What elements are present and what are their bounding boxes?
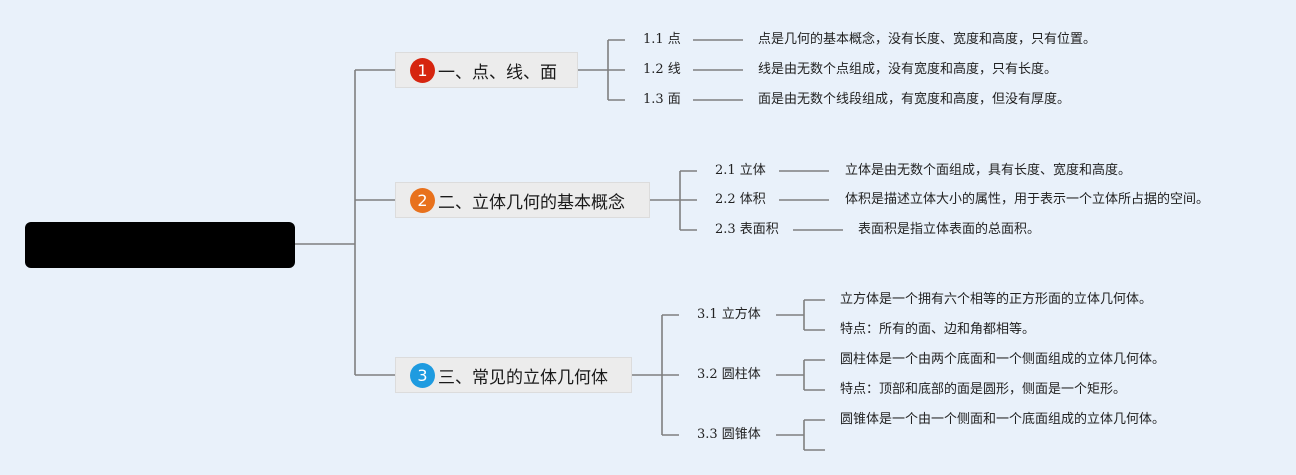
number-badge: 1 (410, 57, 435, 83)
subtopic-2-2[interactable]: 2.2 体积 (715, 192, 766, 207)
subtopic-1-2[interactable]: 1.2 线 (643, 62, 681, 77)
branch-topic-1[interactable]: 1 一、点、线、面 (395, 52, 578, 88)
branch-label: 一、点、线、面 (438, 62, 557, 83)
detail-1-3[interactable]: 面是由无数个线段组成，有宽度和高度，但没有厚度。 (758, 92, 1071, 107)
number-badge: 3 (410, 362, 435, 388)
branch-topic-3[interactable]: 3 三、常见的立体几何体 (395, 357, 632, 393)
detail-3-3-a[interactable]: 圆锥体是一个由一个侧面和一个底面组成的立体几何体。 (840, 412, 1166, 427)
subtopic-1-1[interactable]: 1.1 点 (643, 32, 681, 47)
subtopic-3-2[interactable]: 3.2 圆柱体 (697, 367, 761, 382)
subtopic-3-3[interactable]: 3.3 圆锥体 (697, 427, 761, 442)
root-topic[interactable] (25, 222, 295, 268)
detail-3-1-a[interactable]: 立方体是一个拥有六个相等的正方形面的立体几何体。 (840, 292, 1153, 307)
subtopic-2-1[interactable]: 2.1 立体 (715, 163, 766, 178)
branch-label: 二、立体几何的基本概念 (438, 192, 625, 213)
subtopic-1-3[interactable]: 1.3 面 (643, 92, 681, 107)
branch-topic-2[interactable]: 2 二、立体几何的基本概念 (395, 182, 650, 218)
detail-2-1[interactable]: 立体是由无数个面组成，具有长度、宽度和高度。 (845, 163, 1132, 178)
detail-3-2-a[interactable]: 圆柱体是一个由两个底面和一个侧面组成的立体几何体。 (840, 352, 1166, 367)
detail-2-3[interactable]: 表面积是指立体表面的总面积。 (858, 222, 1041, 237)
detail-2-2[interactable]: 体积是描述立体大小的属性，用于表示一个立体所占据的空间。 (845, 192, 1210, 207)
detail-3-2-b[interactable]: 特点：顶部和底部的面是圆形，侧面是一个矩形。 (840, 382, 1127, 397)
detail-3-1-b[interactable]: 特点：所有的面、边和角都相等。 (840, 322, 1036, 337)
detail-1-2[interactable]: 线是由无数个点组成，没有宽度和高度，只有长度。 (758, 62, 1058, 77)
detail-1-1[interactable]: 点是几何的基本概念，没有长度、宽度和高度，只有位置。 (758, 32, 1097, 47)
branch-label: 三、常见的立体几何体 (438, 367, 608, 388)
number-badge: 2 (410, 187, 435, 213)
subtopic-2-3[interactable]: 2.3 表面积 (715, 222, 779, 237)
subtopic-3-1[interactable]: 3.1 立方体 (697, 307, 761, 322)
